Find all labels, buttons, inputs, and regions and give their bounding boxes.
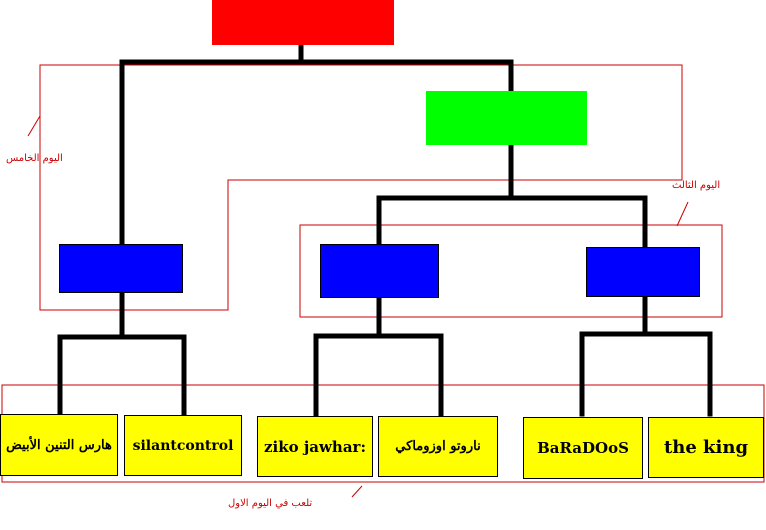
player-name-6: the king xyxy=(663,437,749,458)
player-box-2: silantcontrol xyxy=(124,415,242,476)
player-box-3: ziko jawhar: xyxy=(257,416,373,477)
player-box-1: هارس التنين الأبيض xyxy=(0,414,118,476)
round5-outline xyxy=(39,64,683,311)
player-box-4: ناروتو اوزوماكي xyxy=(378,416,498,477)
round5-label: اليوم الخامس xyxy=(6,153,63,164)
round1-label: تلعب في اليوم الاول xyxy=(228,498,313,509)
player-name-4: ناروتو اوزوماكي xyxy=(395,439,481,454)
quarterfinal-box-2 xyxy=(320,244,439,298)
player-box-6: the king xyxy=(648,417,764,478)
quarterfinal-box-3 xyxy=(586,247,700,297)
semifinal-box xyxy=(426,91,587,145)
round1-pointer xyxy=(351,485,363,498)
round5-pointer xyxy=(27,115,41,137)
player-name-1: هارس التنين الأبيض xyxy=(6,437,112,453)
player-box-5: BaRaDOoS xyxy=(523,417,643,479)
quarterfinal-box-1 xyxy=(59,244,183,293)
player-name-3: ziko jawhar: xyxy=(264,437,366,456)
round3-outline xyxy=(299,224,723,318)
round3-pointer xyxy=(676,201,689,227)
player-name-5: BaRaDOoS xyxy=(537,439,629,457)
final-box xyxy=(212,0,394,45)
player-name-2: silantcontrol xyxy=(132,437,234,454)
round3-label: اليوم الثالث xyxy=(672,180,721,191)
